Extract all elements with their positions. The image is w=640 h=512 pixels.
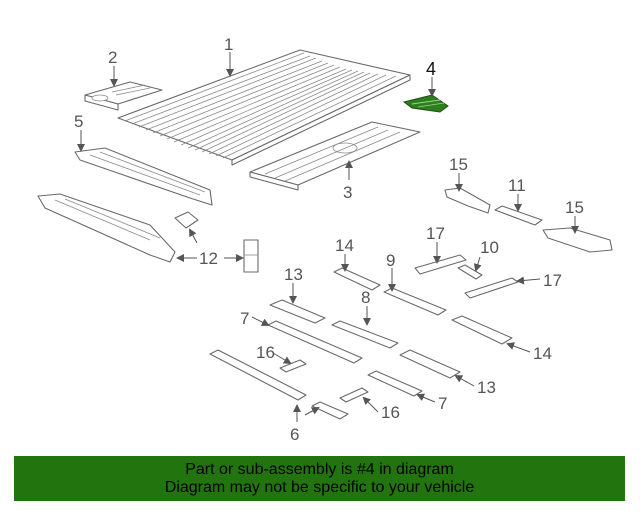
callout-1: 1 (224, 35, 233, 54)
callout-8: 8 (361, 288, 370, 307)
part-13-lower[interactable] (399, 349, 461, 379)
callout-labels: 1 2 3 4 5 6 7 7 8 9 10 11 12 13 13 14 14… (74, 35, 584, 444)
parts-diagram: 1 2 3 4 5 6 7 7 8 9 10 11 12 13 13 14 14… (37, 35, 613, 444)
callout-17-upper: 17 (426, 224, 445, 243)
callout-13-lower: 13 (477, 378, 496, 397)
part-left-rail[interactable] (37, 193, 176, 263)
callout-15-left: 15 (449, 155, 468, 174)
callout-10: 10 (480, 238, 499, 257)
callout-7-upper: 7 (240, 309, 249, 328)
callout-12: 12 (199, 249, 218, 268)
part-15-rail-right[interactable] (542, 227, 613, 253)
part-6-lower[interactable] (209, 349, 307, 401)
part-11-rail[interactable] (494, 205, 543, 226)
part-1-bed-floor[interactable] (117, 49, 411, 166)
part-12-brackets[interactable] (174, 211, 259, 273)
callout-5: 5 (74, 112, 83, 131)
callout-7-lower: 7 (438, 394, 447, 413)
part-9-rail[interactable] (383, 287, 447, 316)
part-17-lower[interactable] (464, 277, 519, 299)
callout-16-lower: 16 (381, 403, 400, 422)
notice-line-1: Part or sub-assembly is #4 in diagram (185, 461, 454, 478)
part-4-highlighted[interactable] (402, 94, 449, 113)
leader-lines (77, 52, 579, 422)
callout-2: 2 (108, 48, 117, 67)
part-3-floor-panel[interactable] (249, 121, 421, 191)
part-10-small[interactable] (457, 264, 483, 280)
callout-6: 6 (290, 425, 299, 444)
part-5-crossmember[interactable] (74, 147, 213, 206)
part-8-rail[interactable] (331, 320, 399, 349)
callout-16-upper: 16 (256, 343, 275, 362)
part-14-upper[interactable] (333, 267, 381, 291)
callout-13-upper: 13 (284, 265, 303, 284)
callout-15-right: 15 (565, 198, 584, 217)
part-17-upper[interactable] (414, 254, 467, 275)
part-7-upper[interactable] (267, 320, 363, 364)
part-6-small[interactable] (311, 401, 349, 420)
callout-11: 11 (508, 176, 526, 195)
part-16-lower[interactable] (339, 387, 369, 403)
part-15-rail-left[interactable] (444, 187, 491, 214)
callout-14-lower: 14 (533, 344, 552, 363)
notice-banner: Part or sub-assembly is #4 in diagram Di… (14, 456, 625, 501)
notice-line-2: Diagram may not be specific to your vehi… (164, 479, 475, 496)
callout-4: 4 (426, 59, 436, 79)
callout-17-lower: 17 (543, 271, 562, 290)
part-14-lower[interactable] (451, 315, 513, 345)
callout-3: 3 (343, 183, 352, 202)
callout-14-upper: 14 (335, 236, 354, 255)
part-7-lower[interactable] (367, 370, 423, 397)
part-13-upper[interactable] (269, 299, 326, 324)
part-16-upper[interactable] (279, 359, 307, 373)
callout-9: 9 (386, 251, 395, 270)
